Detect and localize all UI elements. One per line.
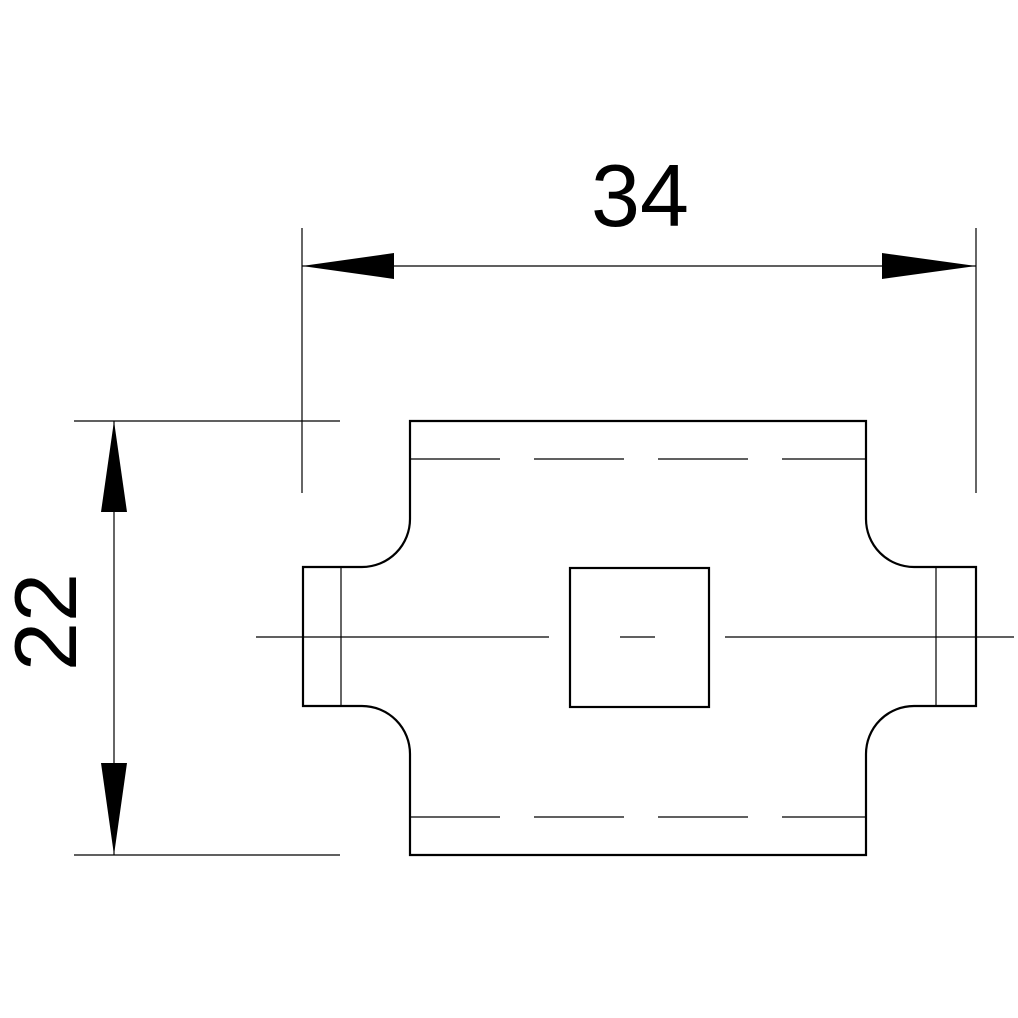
width-arrow-left — [302, 253, 394, 279]
width-arrow-right — [882, 253, 976, 279]
height-arrow-top — [101, 421, 127, 512]
height-arrow-bottom — [101, 763, 127, 855]
width-label: 34 — [591, 146, 689, 245]
width-dimension: 34 — [301, 146, 977, 493]
center-square-hole — [568, 566, 711, 709]
height-dimension: 22 — [0, 420, 340, 856]
height-label: 22 — [0, 573, 95, 671]
part-outline — [301, 419, 978, 857]
